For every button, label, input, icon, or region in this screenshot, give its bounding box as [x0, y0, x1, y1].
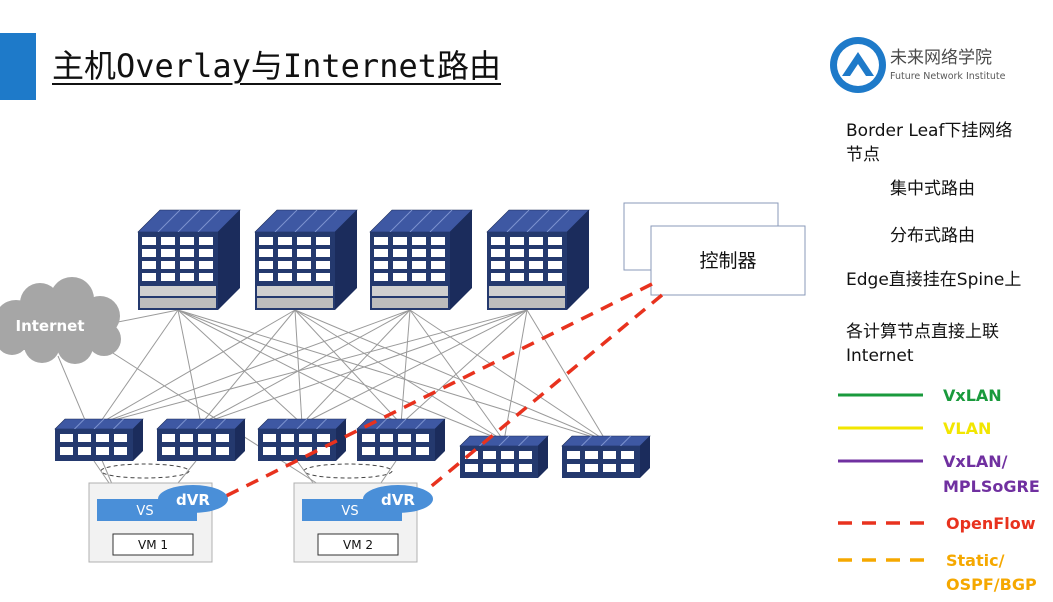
leaf-switch-icon — [54, 418, 144, 461]
vm-label: VM 2 — [343, 538, 373, 552]
spine-leaf-link — [98, 309, 528, 425]
spine-leaf-link — [98, 309, 179, 425]
spine-leaf-link — [503, 309, 528, 442]
page-title: 主机Overlay与Internet路由 — [52, 47, 501, 85]
compute-host-1: VS dVR VM 1 — [88, 482, 228, 563]
spine-leaf-link — [98, 309, 411, 425]
leaf-switch-icon — [356, 418, 446, 461]
leaf-switch-icon — [156, 418, 246, 461]
spine-leaf-link — [177, 309, 402, 425]
mlag-pair-2 — [303, 463, 393, 479]
dvr-label: dVR — [176, 491, 210, 509]
cloud-icon — [0, 277, 121, 364]
note-border-leaf-line1: Border Leaf下挂网络 — [846, 121, 1012, 141]
note-compute-uplink-line1: 各计算节点直接上联 — [846, 322, 999, 342]
spine-leaf-link — [294, 309, 402, 425]
vswitch-label: VS — [136, 504, 153, 519]
note-centralized-routing: 集中式路由 — [890, 179, 975, 199]
spine-leaf-link — [400, 309, 411, 425]
vm-box — [112, 533, 194, 556]
legend-label-vlan: VLAN — [943, 419, 991, 438]
legend-label-static-bgp-line2: OSPF/BGP — [946, 575, 1037, 594]
compute-host-2: VS dVR VM 2 — [293, 482, 433, 563]
future-network-logo-icon — [830, 37, 886, 93]
spine-leaf-mesh — [98, 309, 607, 442]
note-edge-on-spine: Edge直接挂在Spine上 — [846, 270, 1021, 290]
openflow-link-host2 — [426, 293, 664, 491]
legend-label-vxlan: VxLAN — [943, 386, 1002, 405]
spine-leaf-link — [400, 309, 528, 425]
spine-leaf-link — [294, 309, 303, 425]
spine-leaf-link — [301, 309, 528, 425]
logo-name-cn: 未来网络学院 — [890, 48, 992, 68]
openflow-links — [225, 282, 664, 498]
leaf-switch-icon — [459, 435, 549, 478]
spine-switch-icon — [254, 209, 358, 310]
legend-label-mplsogre-line1: VxLAN/ — [943, 452, 1008, 471]
internet-spine-link — [117, 309, 179, 323]
spine-leaf-link — [200, 309, 296, 425]
legend: VxLAN VLAN VxLAN/ MPLSoGRE OpenFlow Stat… — [838, 386, 1040, 594]
spine-leaf-link — [526, 309, 607, 442]
spine-switch-icon — [486, 209, 590, 310]
switch-fabric — [54, 209, 651, 478]
spine-leaf-link — [301, 309, 411, 425]
dvr-node — [363, 485, 433, 513]
dvr-label: dVR — [381, 491, 415, 509]
note-distributed-routing: 分布式路由 — [890, 226, 975, 246]
spine-leaf-link — [409, 309, 505, 442]
spine-leaf-link — [177, 309, 303, 425]
controller-box-front — [650, 225, 806, 296]
internet-label: Internet — [15, 317, 84, 335]
spine-leaf-link — [294, 309, 505, 442]
legend-label-static-bgp-line1: Static/ — [946, 551, 1005, 570]
controller-label: 控制器 — [699, 250, 756, 272]
spine-leaf-link — [294, 309, 607, 442]
vm-label: VM 1 — [138, 538, 168, 552]
vswitch-label: VS — [341, 504, 358, 519]
spine-leaf-link — [409, 309, 607, 442]
note-border-leaf-line2: 节点 — [846, 145, 880, 165]
legend-label-mplsogre-line2: MPLSoGRE — [943, 477, 1040, 496]
note-compute-uplink-line2: Internet — [846, 346, 914, 366]
spine-leaf-link — [177, 309, 202, 425]
controller: 控制器 — [623, 202, 806, 296]
spine-leaf-link — [98, 309, 296, 425]
logo-name-en: Future Network Institute — [890, 71, 1006, 82]
mlag-pair-1 — [100, 463, 190, 479]
openflow-link-host1 — [225, 282, 653, 498]
leaf-switch-icon — [257, 418, 347, 461]
spine-leaf-link — [177, 309, 607, 442]
spine-leaf-link — [200, 309, 528, 425]
leaf-switch-icon — [561, 435, 651, 478]
spine-switch-icon — [137, 209, 241, 310]
spine-leaf-link — [200, 309, 411, 425]
dvr-node — [158, 485, 228, 513]
legend-label-openflow: OpenFlow — [946, 514, 1036, 533]
spine-switch-icon — [369, 209, 473, 310]
title-accent-bar — [0, 33, 36, 100]
internet-host2-link — [104, 347, 319, 485]
vm-box — [317, 533, 399, 556]
